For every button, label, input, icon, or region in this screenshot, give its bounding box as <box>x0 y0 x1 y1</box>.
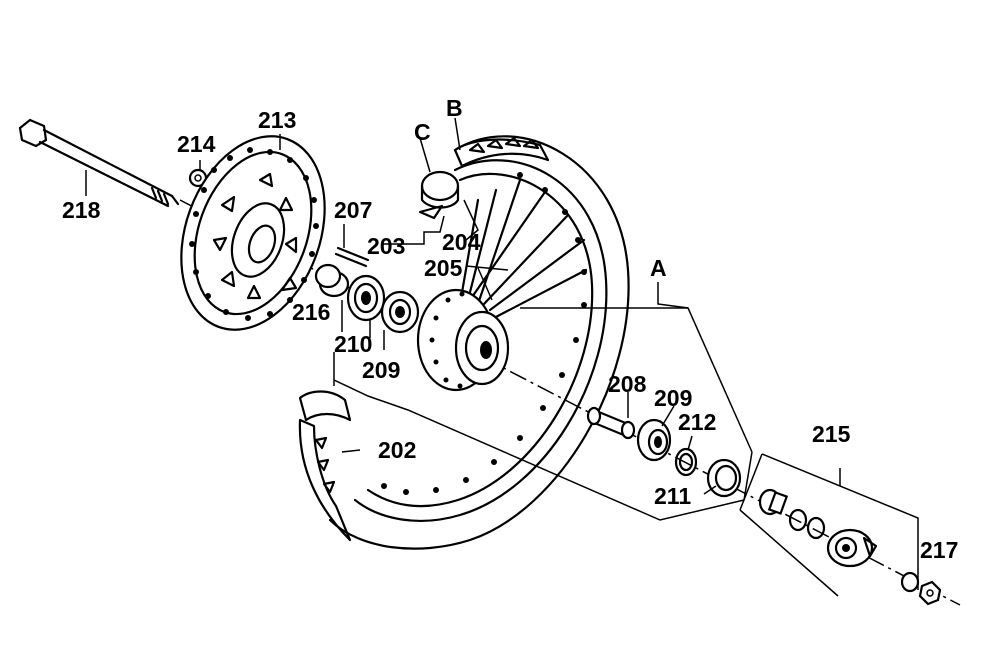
part-212-circlip <box>674 447 698 477</box>
part-218-axle <box>18 118 180 208</box>
part-210-seal <box>346 274 386 322</box>
label-218: 218 <box>62 197 101 223</box>
part-217-nut <box>900 571 942 606</box>
label-210: 210 <box>334 331 372 357</box>
label-ref-c: C <box>414 119 431 145</box>
label-205: 205 <box>424 255 463 281</box>
label-ref-a: A <box>650 255 667 281</box>
label-216: 216 <box>292 299 330 325</box>
label-204: 204 <box>442 229 481 255</box>
part-wheel-rim <box>298 135 630 550</box>
label-202: 202 <box>378 437 416 463</box>
part-216-collar <box>314 263 350 298</box>
part-208-spacer <box>586 406 636 440</box>
label-208: 208 <box>608 371 647 397</box>
part-207-pin <box>334 246 370 268</box>
label-209-left: 209 <box>362 357 400 383</box>
label-207: 207 <box>334 197 372 223</box>
part-204-tube <box>418 170 460 220</box>
group-bracket-215 <box>739 453 919 597</box>
label-214: 214 <box>177 131 216 157</box>
label-217: 217 <box>920 537 958 563</box>
part-hub <box>416 288 510 392</box>
leader-lines <box>85 117 717 495</box>
part-215-speedometer-drive <box>758 488 878 568</box>
label-203: 203 <box>367 233 405 259</box>
part-211-seal <box>706 458 742 498</box>
group-bracket-a <box>333 282 753 521</box>
part-209-bearing-right <box>636 418 672 462</box>
label-212: 212 <box>678 409 716 435</box>
part-209-bearing-left <box>380 290 420 334</box>
label-209-right: 209 <box>654 385 692 411</box>
label-ref-b: B <box>446 95 463 121</box>
label-213: 213 <box>258 107 296 133</box>
axle-centerline <box>179 199 961 606</box>
part-213-brake-disc <box>180 135 326 331</box>
label-211: 211 <box>654 483 691 509</box>
label-215: 215 <box>812 421 851 447</box>
